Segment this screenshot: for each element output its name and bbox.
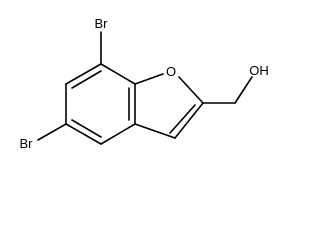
bromine-label-top: Br — [95, 16, 109, 31]
bond-c7a-o1 — [134, 73, 164, 85]
bond-c6-c7 — [65, 63, 102, 85]
bromine-label-left: Br — [20, 136, 34, 151]
hydroxyl-label: OH — [249, 63, 269, 78]
double-bond-c2-c3 — [169, 104, 196, 134]
double-bond-c4-c5 — [71, 119, 102, 138]
bond-c4-c5 — [65, 123, 102, 145]
structure-canvas: Br Br O OH — [20, 16, 269, 151]
bond-ch2-oh — [234, 76, 253, 104]
double-bond-c6-c7 — [71, 70, 102, 89]
bond-c2-c3 — [174, 102, 204, 139]
bond-c3a-c4 — [100, 123, 136, 145]
bond-c7-c7a — [100, 63, 136, 85]
bond-c3-c3a — [134, 123, 176, 139]
bond-o1-c2 — [178, 76, 204, 104]
bond-c5-br — [37, 123, 67, 141]
oxygen-ring-label: O — [166, 64, 176, 79]
benzofuran-structure: Br Br O OH — [20, 16, 269, 151]
